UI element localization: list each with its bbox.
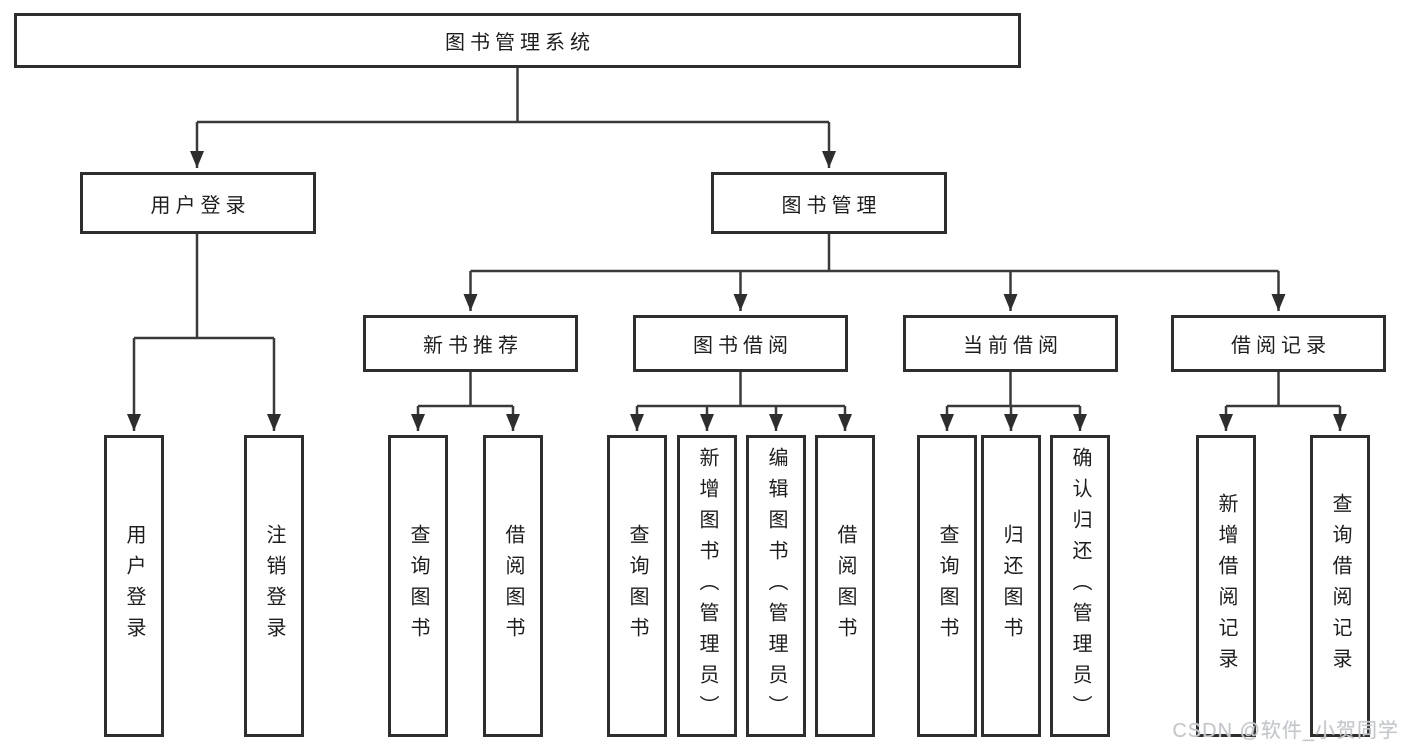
leaf-label: 新增图书（管理员）: [696, 446, 718, 726]
leaf-label: 查询图书: [407, 524, 429, 648]
leaf-label: 新增借阅记录: [1215, 493, 1237, 679]
leaf-label: 确认归还（管理员）: [1069, 446, 1091, 726]
node-book-management: 图书管理: [711, 172, 947, 234]
leaf-logout: 注销登录: [244, 435, 304, 737]
leaf-confirm-return-admin: 确认归还（管理员）: [1050, 435, 1110, 737]
leaf-query-books-borrow: 查询图书: [607, 435, 667, 737]
leaf-borrow-books: 借阅图书: [815, 435, 875, 737]
leaf-add-book-admin: 新增图书（管理员）: [677, 435, 737, 737]
leaf-query-books-recommend: 查询图书: [388, 435, 448, 737]
leaf-label: 借阅图书: [834, 524, 856, 648]
leaf-return-book: 归还图书: [981, 435, 1041, 737]
leaf-query-borrow-record: 查询借阅记录: [1310, 435, 1370, 737]
leaf-label: 查询图书: [626, 524, 648, 648]
leaf-borrow-books-recommend: 借阅图书: [483, 435, 543, 737]
leaf-label: 注销登录: [263, 524, 285, 648]
node-root-system: 图书管理系统: [14, 13, 1021, 68]
leaf-query-books-current: 查询图书: [917, 435, 977, 737]
node-new-book-recommend: 新书推荐: [363, 315, 578, 372]
node-borrow-records: 借阅记录: [1171, 315, 1386, 372]
node-user-login: 用户登录: [80, 172, 316, 234]
leaf-label: 归还图书: [1000, 524, 1022, 648]
leaf-add-borrow-record: 新增借阅记录: [1196, 435, 1256, 737]
leaf-label: 借阅图书: [502, 524, 524, 648]
csdn-watermark: CSDN @软件_小贺同学: [1172, 720, 1399, 742]
leaf-label: 编辑图书（管理员）: [765, 446, 787, 726]
leaf-label: 查询借阅记录: [1329, 493, 1351, 679]
leaf-label: 查询图书: [936, 524, 958, 648]
leaf-user-login: 用户登录: [104, 435, 164, 737]
node-current-borrow: 当前借阅: [903, 315, 1118, 372]
leaf-label: 用户登录: [123, 524, 145, 648]
node-book-borrow: 图书借阅: [633, 315, 848, 372]
leaf-edit-book-admin: 编辑图书（管理员）: [746, 435, 806, 737]
